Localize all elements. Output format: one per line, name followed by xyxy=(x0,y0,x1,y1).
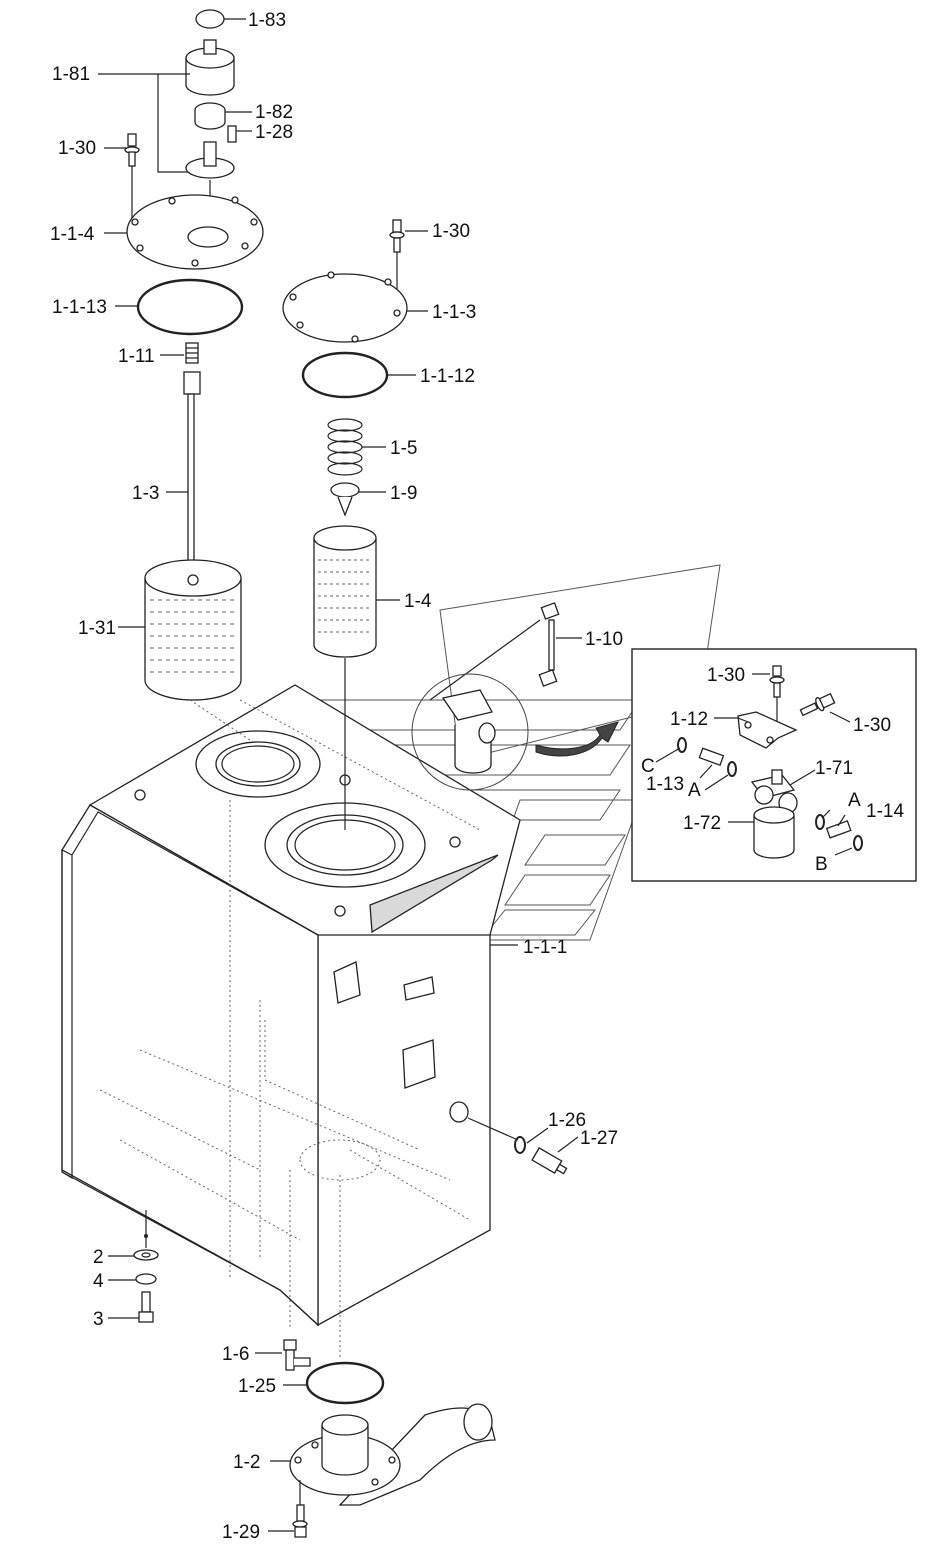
label-1-28: 1-28 xyxy=(255,122,293,143)
label-1-71: 1-71 xyxy=(815,758,853,779)
part-1-6 xyxy=(255,1339,311,1371)
label-1-5: 1-5 xyxy=(390,438,417,459)
label-3: 3 xyxy=(93,1309,104,1330)
detail-arrow-icon xyxy=(535,721,619,757)
label-A-left: A xyxy=(688,780,701,801)
mesh-pattern xyxy=(318,559,372,633)
label-A-right: A xyxy=(848,790,861,811)
label-4: 4 xyxy=(93,1271,104,1292)
label-1-1-13: 1-1-13 xyxy=(52,297,107,318)
inset-detail-box xyxy=(631,648,917,882)
label-1-1-3: 1-1-3 xyxy=(432,302,476,323)
part-1-2 xyxy=(270,1403,496,1506)
part-1-26-1-27 xyxy=(467,1117,579,1175)
part-1-4 xyxy=(313,525,400,830)
label-1-30-left: 1-30 xyxy=(58,138,96,159)
label-1-29: 1-29 xyxy=(222,1522,260,1543)
label-1-26: 1-26 xyxy=(548,1110,586,1131)
label-1-6: 1-6 xyxy=(222,1344,249,1365)
part-1-83 xyxy=(195,9,246,29)
label-1-30-inset-top: 1-30 xyxy=(707,665,745,686)
part-1-28 xyxy=(227,125,252,143)
label-1-25: 1-25 xyxy=(238,1376,276,1397)
label-B: B xyxy=(815,854,828,875)
part-1-1-3 xyxy=(282,271,428,343)
part-2-4-3-bolts xyxy=(108,1210,159,1323)
label-1-13: 1-13 xyxy=(646,774,684,795)
label-1-1-1: 1-1-1 xyxy=(523,937,567,958)
part-1-30-left xyxy=(104,133,140,222)
label-1-3: 1-3 xyxy=(132,483,159,504)
part-1-25 xyxy=(283,1361,385,1405)
part-1-1-13 xyxy=(115,278,244,336)
part-1-81 xyxy=(98,39,235,173)
label-1-82: 1-82 xyxy=(255,102,293,123)
label-1-9: 1-9 xyxy=(390,483,417,504)
label-1-30-inset-right: 1-30 xyxy=(853,715,891,736)
part-1-31 xyxy=(118,559,251,741)
part-1-82 xyxy=(194,102,252,130)
label-1-1-12: 1-1-12 xyxy=(420,366,475,387)
part-1-1-4 xyxy=(104,194,264,270)
part-1-9 xyxy=(330,482,386,517)
hydraulic-tank xyxy=(61,684,521,1360)
part-1-29 xyxy=(268,1480,308,1538)
label-1-31: 1-31 xyxy=(78,618,116,639)
label-1-12: 1-12 xyxy=(670,709,708,730)
label-1-27: 1-27 xyxy=(580,1128,618,1149)
part-1-10 xyxy=(429,602,582,701)
label-1-1-4: 1-1-4 xyxy=(50,224,95,245)
tank-filter-detail xyxy=(411,673,619,791)
part-1-1-12 xyxy=(301,351,416,399)
part-1-5 xyxy=(327,418,386,476)
label-1-83: 1-83 xyxy=(248,10,286,31)
callout-labels: 1-83 1-81 1-82 1-28 1-30 1-1-4 1-30 1-1-… xyxy=(50,10,904,1543)
label-1-14: 1-14 xyxy=(866,801,904,822)
part-1-3 xyxy=(166,371,201,575)
label-1-2: 1-2 xyxy=(233,1452,260,1473)
label-1-72: 1-72 xyxy=(683,813,721,834)
label-1-11: 1-11 xyxy=(118,346,155,367)
label-1-10: 1-10 xyxy=(585,629,623,650)
label-2: 2 xyxy=(93,1247,104,1268)
mesh-pattern xyxy=(150,599,236,673)
label-1-81: 1-81 xyxy=(52,64,90,85)
label-1-30-center: 1-30 xyxy=(432,221,470,242)
label-C: C xyxy=(641,756,655,777)
part-1-30-center xyxy=(389,219,428,308)
label-1-4: 1-4 xyxy=(404,591,432,612)
part-1-11 xyxy=(160,342,199,364)
